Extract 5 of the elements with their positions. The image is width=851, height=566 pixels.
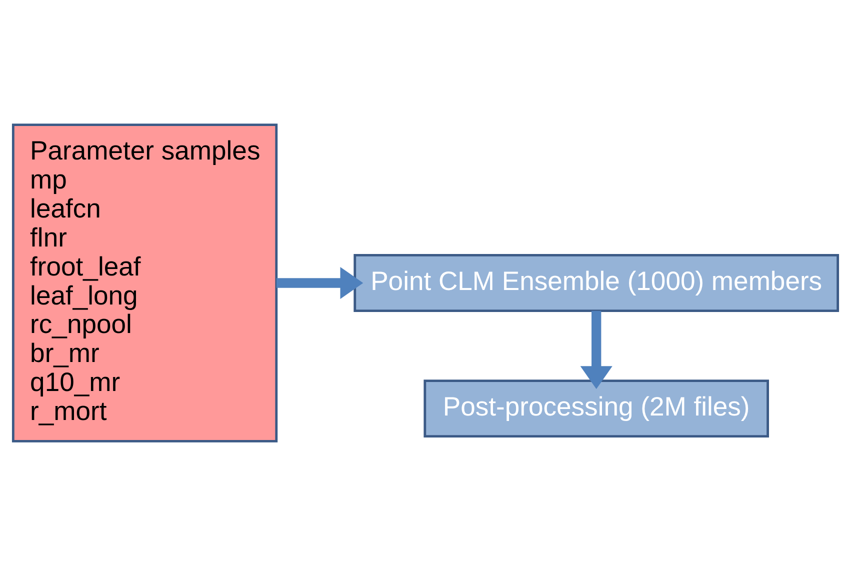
node-box: Point CLM Ensemble (1000) members xyxy=(354,254,840,312)
node-box: Post-processing (2M files) xyxy=(424,380,769,438)
arrow xyxy=(580,310,612,390)
node-box: Parameter samples mp leafcn flnr froot_leaf leaf_long rc_npool br_mr q10_mr r_mort xyxy=(12,124,278,442)
arrow xyxy=(276,266,364,300)
